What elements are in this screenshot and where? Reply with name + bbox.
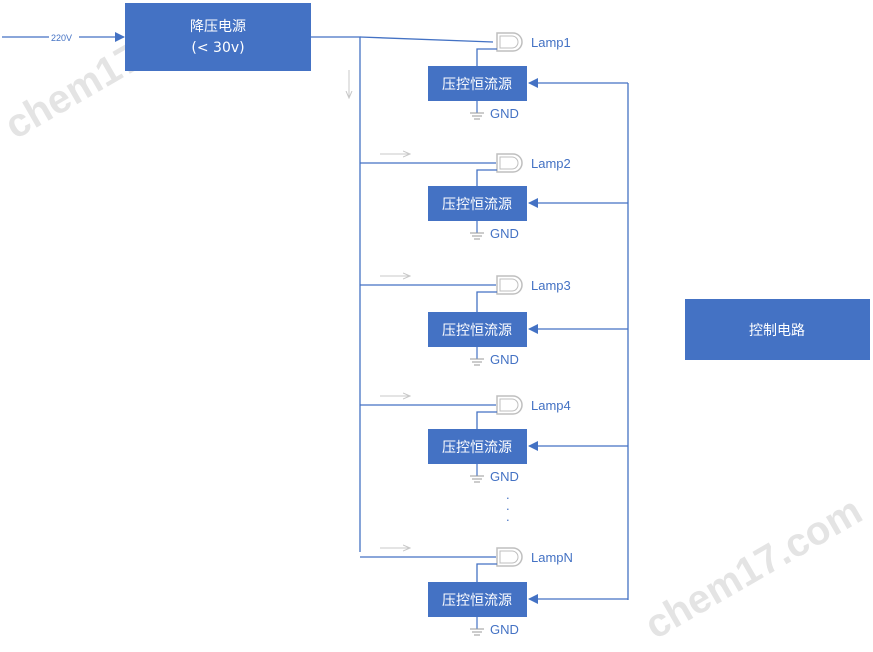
input-label-bg [49,31,79,43]
channel-3: Lamp3 压控恒流源 GND [360,276,628,367]
step-down-power-block: 降压电源 (< 30v) [125,3,311,71]
control-circuit-block: 控制电路 [685,299,870,360]
driver-label: 压控恒流源 [442,197,512,213]
lamp-to-driver-wire [476,563,497,582]
lamp-to-driver-wire [476,291,497,312]
gnd-label: GND [490,106,519,121]
lamp-icon-inner [499,35,519,49]
gnd-label: GND [490,622,519,637]
ellipsis-dot-2: . [506,498,510,513]
top-feed-wire [359,36,494,43]
driver-label: 压控恒流源 [442,323,512,339]
main-supply-wire [311,36,361,552]
lamp-label: Lamp1 [531,35,571,50]
control-circuit-label: 控制电路 [749,323,805,339]
lamp-to-driver-wire [476,169,497,186]
lamp-icon-inner [499,398,519,412]
lamp-label: Lamp2 [531,156,571,171]
channel-1: Lamp1 压控恒流源 GND [428,32,628,121]
lamp-label: Lamp4 [531,398,571,413]
constant-current-driver [428,582,527,617]
step-down-subtitle: (< 30v) [191,40,244,56]
channel-2: Lamp2 压控恒流源 GND [360,154,628,241]
watermark-bottom: chem17.com [638,489,870,648]
lamp-to-driver-wire [476,411,497,429]
lamp-icon-inner [499,156,519,170]
gnd-label: GND [490,352,519,367]
gnd-label: GND [490,226,519,241]
ellipsis-dot-3: . [506,509,510,524]
step-down-title: 降压电源 [190,19,246,35]
driver-label: 压控恒流源 [442,440,512,456]
constant-current-driver [428,186,527,221]
lamp-icon-inner [499,550,519,564]
input-voltage-label: 220V [51,33,72,43]
driver-label: 压控恒流源 [442,77,512,93]
channel-5: LampN 压控恒流源 GND [360,548,628,637]
gnd-label: GND [490,469,519,484]
lamp-label: Lamp3 [531,278,571,293]
constant-current-driver [428,312,527,347]
lamp-label: LampN [531,550,573,565]
constant-current-driver [428,66,527,101]
lamp-channels: Lamp1压控恒流源GNDLamp2压控恒流源GNDLamp3压控恒流源GNDL… [360,32,628,637]
lamp-icon-inner [499,278,519,292]
lamp-to-driver-wire [476,48,497,66]
channel-4: Lamp4 压控恒流源 GND [360,396,628,484]
driver-label: 压控恒流源 [442,593,512,609]
ellipsis-dot-1: . [506,487,510,502]
constant-current-driver [428,429,527,464]
